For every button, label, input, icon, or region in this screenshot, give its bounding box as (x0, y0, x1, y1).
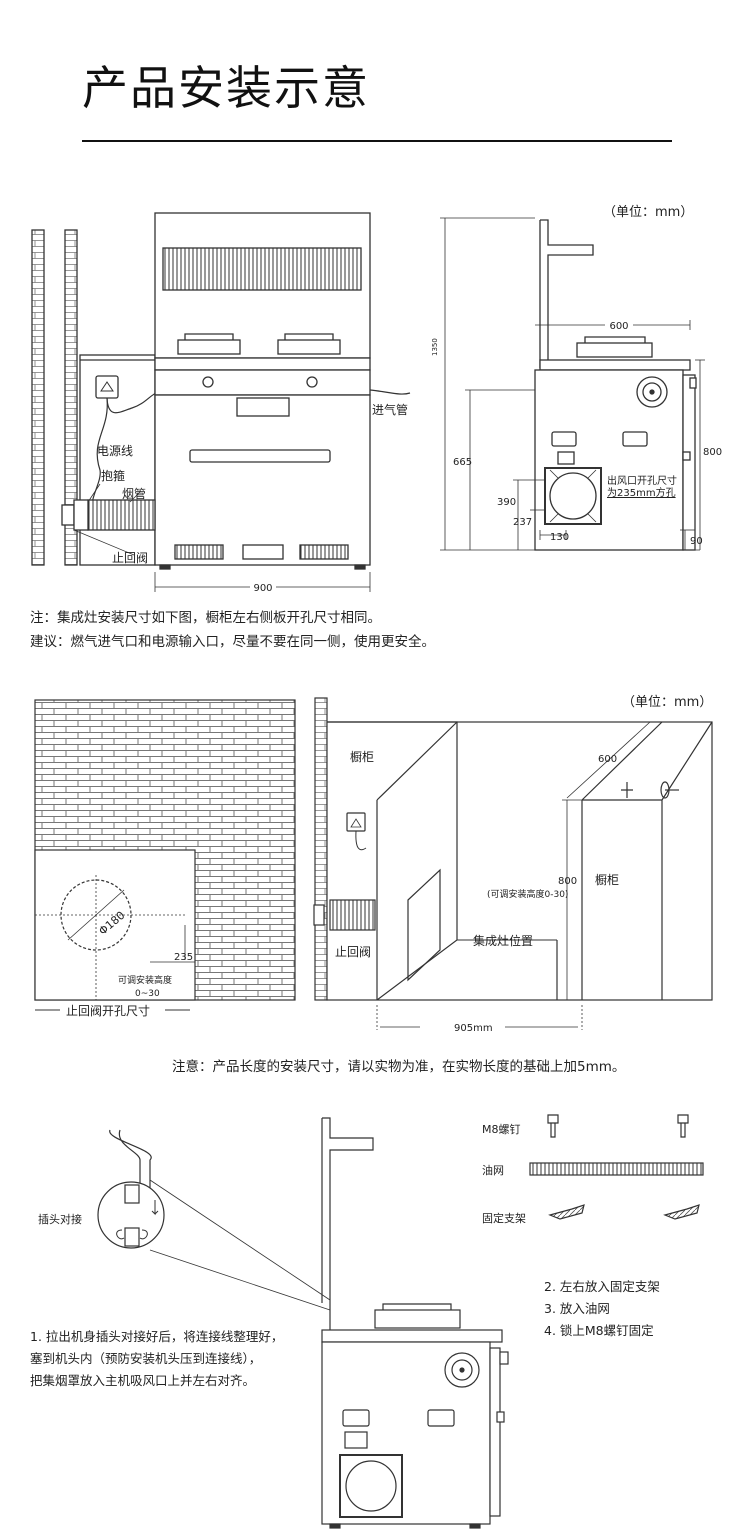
front-view (31, 212, 411, 592)
label-gas-pipe: 进气管 (372, 402, 408, 417)
burner-right (277, 339, 341, 355)
label-stove-position: 集成灶位置 (473, 933, 533, 948)
label-vent-hole-2: 为235mm方孔 (607, 486, 676, 499)
page-title: 产品安装示意 (82, 61, 370, 115)
note-2: 建议：燃气进气口和电源输入口，尽量不要在同一侧，使用更安全。 (30, 634, 435, 650)
label-valve-hole-size: 止回阀开孔尺寸 (66, 1004, 150, 1018)
dim-800: 800 (703, 447, 722, 458)
dim-390: 390 (497, 497, 516, 508)
label-check-valve: 止回阀 (112, 551, 148, 565)
burner-left (177, 339, 241, 355)
cabinet-perspective (313, 697, 713, 1030)
label-plug: 插头对接 (38, 1212, 82, 1226)
step-3: 3. 放入油网 (544, 1301, 610, 1316)
step-2: 2. 左右放入固定支架 (544, 1279, 660, 1294)
label-check-valve-2: 止回阀 (335, 945, 371, 959)
label-cabinet-left: 橱柜 (350, 750, 374, 764)
dim-905: 905mm (454, 1023, 493, 1034)
power-cord (106, 391, 159, 414)
label-bracket: 固定支架 (482, 1211, 526, 1225)
step-4: 4. 锁上M8螺钉固定 (544, 1323, 654, 1338)
dim-600: 600 (598, 754, 617, 765)
label-screw: M8螺钉 (482, 1123, 521, 1136)
assembly-view (97, 1114, 704, 1529)
side-view (440, 217, 705, 551)
label-power-cord: 电源线 (97, 444, 133, 458)
label-oil-net: 油网 (482, 1163, 504, 1177)
label-adjust-height: 可调安装高度 (118, 974, 172, 986)
label-smoke-pipe: 烟管 (122, 486, 146, 501)
label-height-note: (可调安装高度0-30) (487, 888, 568, 900)
title-divider (82, 140, 672, 142)
note-3: 注意：产品长度的安装尺寸，请以实物为准，在实物长度的基础上加5mm。 (172, 1059, 626, 1075)
wall-left-2 (64, 229, 78, 566)
unit-label: （单位：mm） (603, 205, 693, 220)
step-1-line-2: 塞到机头内（预防安装机头压到连接线）， (30, 1351, 262, 1366)
dim-665: 665 (453, 457, 472, 468)
step-1-line-3: 把集烟罩放入主机吸风口上并左右对齐。 (30, 1373, 256, 1388)
dim-depth: 600 (609, 321, 628, 332)
dim-90: 90 (690, 536, 703, 547)
label-cabinet-right: 橱柜 (595, 873, 619, 887)
step-1-line-1: 1. 拉出机身插头对接好后，将连接线整理好， (30, 1329, 284, 1344)
dim-130: 130 (550, 532, 569, 543)
dim-800-2: 800 (558, 876, 577, 887)
cabinet-body (154, 394, 371, 566)
smoke-pipe (87, 499, 156, 531)
wall-cutout-view (34, 699, 296, 1011)
dim-235: 235 (174, 952, 193, 963)
dim-237: 237 (513, 517, 532, 528)
dim-height-total: 1350 (431, 338, 439, 356)
unit-label-2: （单位：mm） (622, 695, 712, 710)
label-clamp: 抱箍 (101, 468, 125, 483)
label-adjust-range: 0~30 (135, 989, 160, 999)
oven-handle (189, 449, 331, 463)
wall-left-1 (31, 229, 45, 566)
note-1: 注：集成灶安装尺寸如下图，橱柜左右侧板开孔尺寸相同。 (30, 610, 381, 626)
dim-width: 900 (253, 583, 272, 594)
label-vent-hole: 出风口开孔尺寸 (607, 474, 677, 487)
